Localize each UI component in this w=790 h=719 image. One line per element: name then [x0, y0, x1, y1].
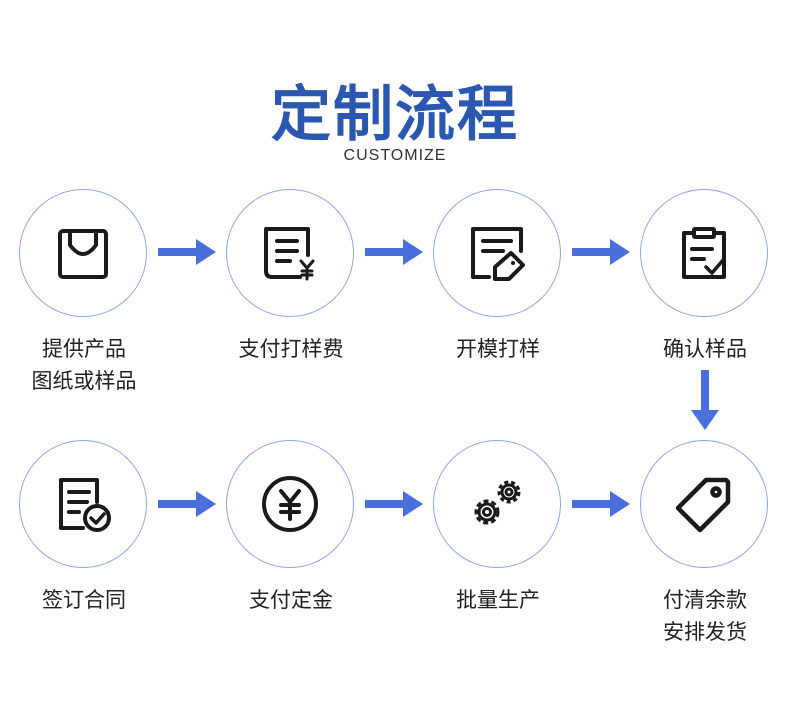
step-label: 支付定金	[249, 588, 333, 612]
yuan-coin-icon	[262, 476, 318, 532]
down-arrow-icon	[691, 370, 719, 430]
page-subtitle: CUSTOMIZE	[343, 147, 447, 164]
step-mass-production	[433, 440, 563, 570]
step-label: 支付打样费	[238, 337, 344, 361]
right-arrow-icon	[572, 239, 630, 265]
contract-check-icon	[59, 478, 111, 532]
step-pay-deposit	[226, 440, 356, 570]
step-label: 付清余款 安排发货	[663, 588, 747, 644]
invoice-yuan-icon	[264, 227, 315, 281]
step-pay-sample-fee	[226, 189, 356, 319]
step-circle	[226, 189, 354, 317]
step-circle	[19, 440, 147, 568]
shopping-bag-icon	[58, 229, 108, 279]
step-provide-drawings	[19, 189, 149, 319]
step-label: 提供产品 图纸或样品	[31, 337, 137, 393]
right-arrow-icon	[365, 239, 423, 265]
step-circle	[433, 440, 561, 568]
step-mold-sampling	[433, 189, 563, 319]
right-arrow-icon	[365, 491, 423, 517]
gears-icon	[474, 480, 521, 525]
document-tag-icon	[471, 227, 525, 281]
step-circle	[640, 189, 768, 317]
clipboard-check-icon	[682, 227, 726, 279]
step-label: 签订合同	[42, 588, 126, 612]
step-circle	[433, 189, 561, 317]
step-final-payment-shipping	[640, 440, 770, 570]
step-sign-contract	[19, 440, 149, 570]
right-arrow-icon	[572, 491, 630, 517]
right-arrow-icon	[158, 491, 216, 517]
right-arrow-icon	[158, 239, 216, 265]
price-tag-icon	[675, 477, 731, 533]
step-circle	[19, 189, 147, 317]
step-confirm-sample	[640, 189, 770, 319]
step-label: 批量生产	[456, 588, 540, 612]
step-circle	[640, 440, 768, 568]
step-circle	[226, 440, 354, 568]
step-label: 开模打样	[456, 337, 540, 361]
step-label: 确认样品	[663, 337, 747, 361]
page-title: 定制流程	[271, 80, 519, 150]
